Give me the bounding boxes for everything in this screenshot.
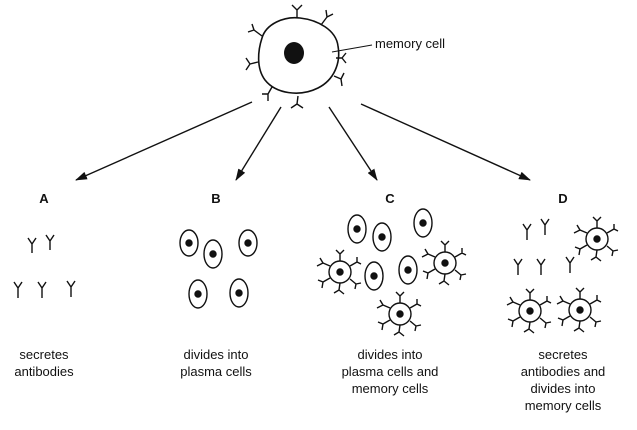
option-c-cells: [316, 208, 467, 337]
arrow-to-d: [360, 103, 531, 181]
option-a-antibodies: [13, 234, 76, 298]
option-letter-a: A: [39, 191, 49, 206]
callout-line: [331, 44, 373, 53]
option-c-description-line: memory cells: [351, 381, 429, 396]
arrow-to-c: [328, 106, 378, 181]
plasma-cell: [413, 208, 433, 238]
antibody-icon: [13, 281, 23, 298]
small-memory-cell: [376, 291, 422, 337]
antibody-icon: [522, 223, 532, 240]
memory-cell-receptors: [245, 4, 347, 109]
plasma-cell: [372, 222, 392, 252]
small-memory-cell: [506, 288, 552, 334]
option-d-description-line: antibodies and: [520, 364, 606, 379]
antibody-icon: [37, 281, 47, 298]
antibody-icon: [513, 258, 523, 275]
plasma-cell: [179, 229, 199, 257]
plasma-cell: [364, 261, 384, 291]
small-memory-cell: [573, 216, 619, 262]
plasma-cell: [347, 214, 367, 244]
plasma-cell: [229, 278, 249, 308]
antibody-icon: [27, 237, 37, 253]
antibody-icon: [66, 280, 76, 297]
option-letter-b: B: [211, 191, 220, 206]
option-d-cells: [506, 216, 619, 334]
option-c-description-line: plasma cells and: [341, 364, 439, 379]
option-d-description-line: memory cells: [524, 398, 602, 413]
memory-cell: memory cell: [245, 4, 445, 109]
option-b-description: divides into plasma cells: [146, 346, 286, 380]
option-c-description-line: divides into: [357, 347, 423, 362]
option-d-description: secretes antibodies and divides into mem…: [493, 346, 633, 414]
option-letter-d: D: [558, 191, 567, 206]
small-memory-cell: [421, 240, 467, 286]
antibody-icon: [45, 234, 55, 250]
antibody-icon: [540, 218, 550, 235]
option-d-description-line: divides into: [530, 381, 596, 396]
antibody-icon: [565, 256, 575, 273]
option-b-description-line: plasma cells: [180, 364, 252, 379]
option-letter-c: C: [385, 191, 395, 206]
memory-cell-nucleus: [284, 42, 304, 64]
plasma-cell: [398, 255, 418, 285]
arrows: [75, 101, 531, 181]
arrow-to-b: [235, 106, 282, 181]
small-memory-cell: [316, 249, 362, 295]
small-memory-cell: [556, 287, 602, 333]
callout-label: memory cell: [375, 36, 445, 51]
option-a-description-line: secretes: [19, 347, 69, 362]
option-d-description-line: secretes: [538, 347, 588, 362]
option-c-description: divides into plasma cells and memory cel…: [320, 346, 460, 397]
arrow-to-a: [75, 101, 253, 181]
option-a-description-line: antibodies: [14, 364, 74, 379]
plasma-cell: [238, 229, 258, 257]
antibody-icon: [536, 258, 546, 275]
option-b-description-line: divides into: [183, 347, 249, 362]
option-b-plasma-cells: [179, 229, 258, 309]
plasma-cell: [203, 239, 223, 269]
plasma-cell: [188, 279, 208, 309]
option-a-description: secretes antibodies: [0, 346, 114, 380]
